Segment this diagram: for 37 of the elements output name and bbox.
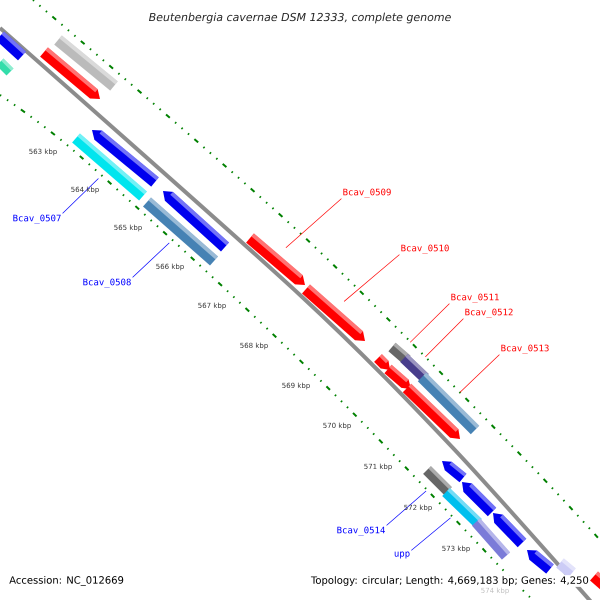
gene-bar [402, 384, 460, 439]
gene-bar [442, 461, 466, 482]
leader-line [132, 242, 170, 278]
leader-line [460, 354, 500, 393]
gene-label: Bcav_0507 [13, 214, 61, 224]
gene-bar [472, 518, 510, 560]
leader-line [344, 254, 400, 302]
gene-bar [423, 466, 452, 495]
gene-label: Bcav_0510 [401, 244, 449, 254]
leader-line [410, 303, 450, 343]
leader-line [386, 490, 426, 526]
gene-label: Bcav_0514 [337, 526, 385, 536]
title: Beutenbergia cavernae DSM 12333, complete genome [148, 12, 451, 24]
gene-bar [246, 233, 305, 285]
gene-bar [72, 134, 147, 200]
gene-bar [302, 284, 365, 341]
gene-bar [0, 58, 14, 76]
gene-label: upp [394, 552, 410, 558]
footer-text: Accession: NC_012669 [9, 576, 124, 586]
gene-bar [384, 364, 411, 389]
leader-line [410, 517, 451, 551]
gene-label: Bcav_0512 [465, 308, 513, 318]
gene-bar [442, 488, 482, 527]
gene-label: Bcav_0508 [83, 278, 131, 288]
gene-bar [527, 550, 554, 574]
leader-line [62, 178, 99, 214]
gene-bar [374, 354, 390, 370]
gene-label: Bcav_0509 [343, 188, 391, 198]
leader-line [425, 318, 464, 358]
leader-line [286, 198, 342, 248]
footer-text: Topology: circular; Length: 4,669,183 bp; Genes: 4,250 [310, 575, 590, 587]
gene-bar [40, 47, 100, 99]
gene-bar [0, 32, 26, 60]
gene-bar [143, 198, 218, 266]
gene-label: Bcav_0511 [451, 294, 499, 302]
gene-label: Bcav_0513 [501, 344, 549, 354]
gene-bar [590, 572, 600, 590]
